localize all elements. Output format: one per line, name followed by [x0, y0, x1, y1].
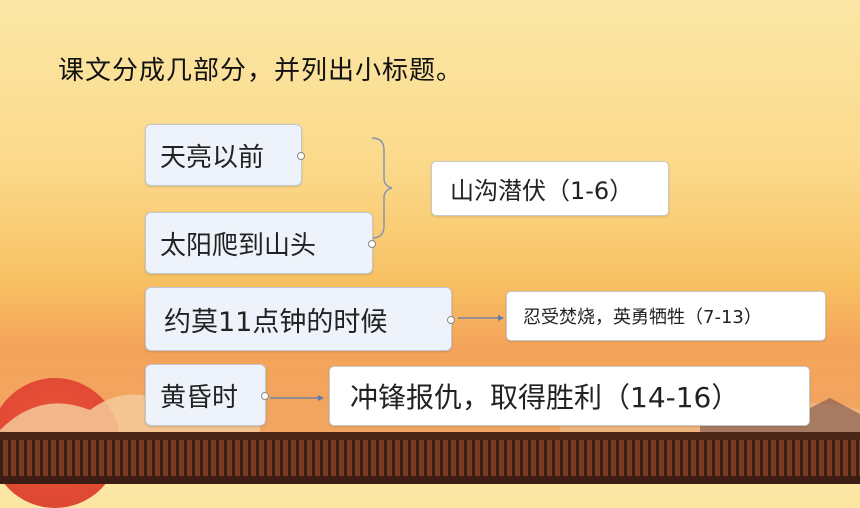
subtitle-label: 冲锋报仇，取得胜利（14-16）: [350, 381, 740, 414]
section-label: 黄昏时: [160, 382, 239, 413]
connector-dot: [368, 240, 376, 248]
subtitle-box-victory: 冲锋报仇，取得胜利（14-16）: [329, 366, 810, 426]
connector-dot: [297, 152, 305, 160]
section-box-eleven: 约莫11点钟的时候: [145, 287, 455, 351]
section-box-dawn: 天亮以前: [145, 124, 305, 186]
subtitle-label: 山沟潜伏（1-6）: [450, 177, 634, 205]
subtitle-label: 忍受焚烧，英勇牺牲（7-13）: [523, 307, 762, 328]
fence-rail: [0, 432, 860, 442]
connector-dot: [447, 316, 455, 324]
subtitle-box-sacrifice: 忍受焚烧，英勇牺牲（7-13）: [506, 291, 826, 341]
connector-dot: [261, 392, 269, 400]
page-title: 课文分成几部分，并列出小标题。: [58, 56, 464, 86]
section-label: 约莫11点钟的时候: [164, 306, 388, 338]
section-box-dusk: 黄昏时: [145, 364, 269, 426]
section-box-sunrise: 太阳爬到山头: [145, 212, 376, 274]
subtitle-box-ambush: 山沟潜伏（1-6）: [431, 161, 669, 216]
section-label: 天亮以前: [160, 142, 265, 173]
fence-base: [0, 476, 860, 484]
section-label: 太阳爬到山头: [160, 230, 317, 261]
